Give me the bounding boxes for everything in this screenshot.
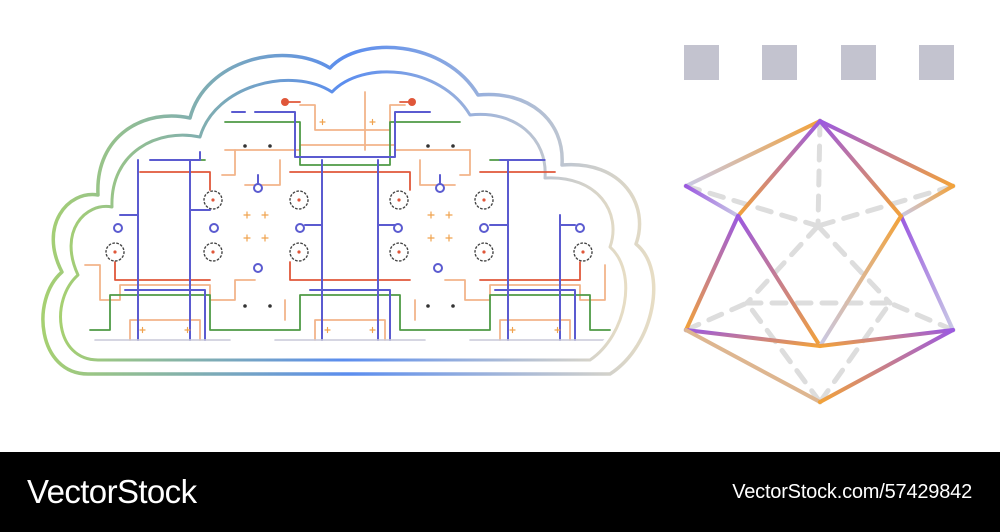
vectorstock-logo: VectorStock [27, 473, 197, 510]
circuit-traces-blue [119, 111, 576, 341]
gray-square-row [684, 45, 954, 80]
cloud-circuit-icon [41, 45, 656, 376]
watermark-footer: VectorStock VectorStock.com/57429842 [0, 452, 1000, 532]
gray-square-icon [762, 45, 797, 80]
circuit-traces-green [89, 121, 611, 331]
circuit-ring-centers [113, 198, 585, 254]
cloud-inner-outline [59, 70, 628, 362]
cloud-outer-outline [41, 45, 656, 376]
gray-square-icon [684, 45, 719, 80]
circuit-plus-markers [139, 118, 561, 334]
icosahedron-icon [683, 118, 956, 405]
illustration-canvas [41, 45, 956, 405]
icosahedron-visible-edges [684, 119, 955, 404]
circuit-terminals [243, 98, 455, 308]
circuit-traces-red [114, 101, 581, 281]
gray-square-icon [841, 45, 876, 80]
circuit-dotted-rings [105, 190, 593, 262]
circuit-node-rings [113, 183, 585, 273]
circuit-traces-peach [84, 91, 606, 341]
gray-square-icon [919, 45, 954, 80]
icosahedron-hidden-edges [683, 118, 956, 405]
image-id-label: VectorStock.com/57429842 [732, 480, 972, 503]
